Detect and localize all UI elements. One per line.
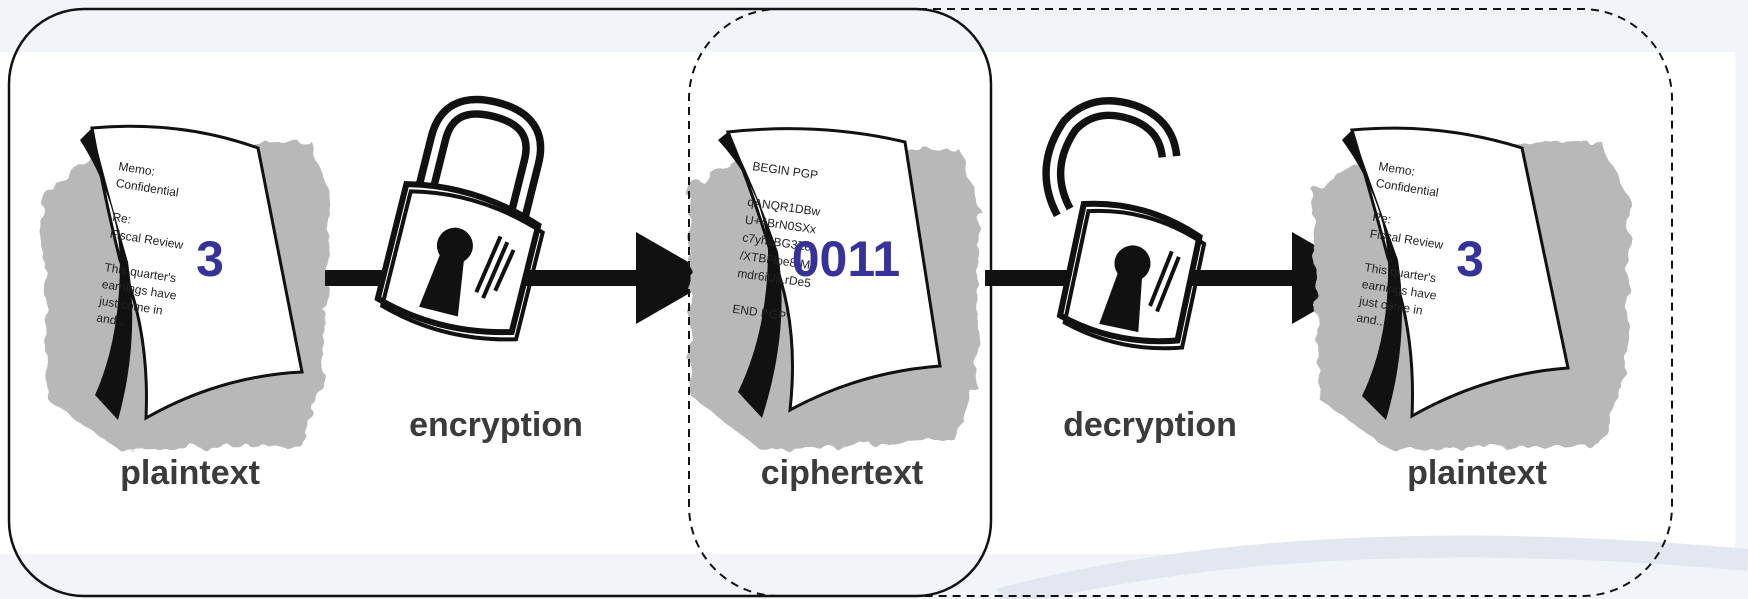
document-curl (718, 132, 782, 418)
document-text-line: Re: (1372, 210, 1393, 227)
receiver-region-outline (688, 8, 1673, 597)
ciphertext-label: ciphertext (761, 454, 924, 492)
decryption-label: decryption (1063, 406, 1237, 444)
open-padlock-icon (1042, 97, 1207, 351)
document-text-line: and... (96, 311, 128, 330)
document-text-line: Memo: (118, 159, 156, 179)
encryption-label: encryption (409, 406, 583, 444)
plaintext-value-2: 3 (1456, 231, 1484, 287)
background-decoration (997, 535, 1748, 599)
ciphertext-value: 0011 (792, 231, 900, 287)
sender-region-outline (7, 7, 993, 598)
ciphertext-document: BEGIN PGPqANQR1DBwU+4BrN0SXxc7yhsBG3Ze/X… (690, 127, 980, 450)
document-curl (80, 128, 133, 420)
plaintext-value-1: 3 (196, 231, 224, 287)
document-paper (1350, 126, 1570, 419)
document-paper (90, 124, 304, 421)
plaintext-label-1: plaintext (120, 454, 260, 492)
closed-padlock-icon (374, 95, 545, 342)
plaintext-label-2: plaintext (1407, 454, 1547, 492)
document-paper (725, 127, 942, 413)
document-text-line: and... (1356, 311, 1388, 330)
document-text-line: Memo: (1378, 159, 1416, 179)
document-curl (1342, 130, 1402, 420)
document-text-line: Re: (112, 210, 133, 227)
